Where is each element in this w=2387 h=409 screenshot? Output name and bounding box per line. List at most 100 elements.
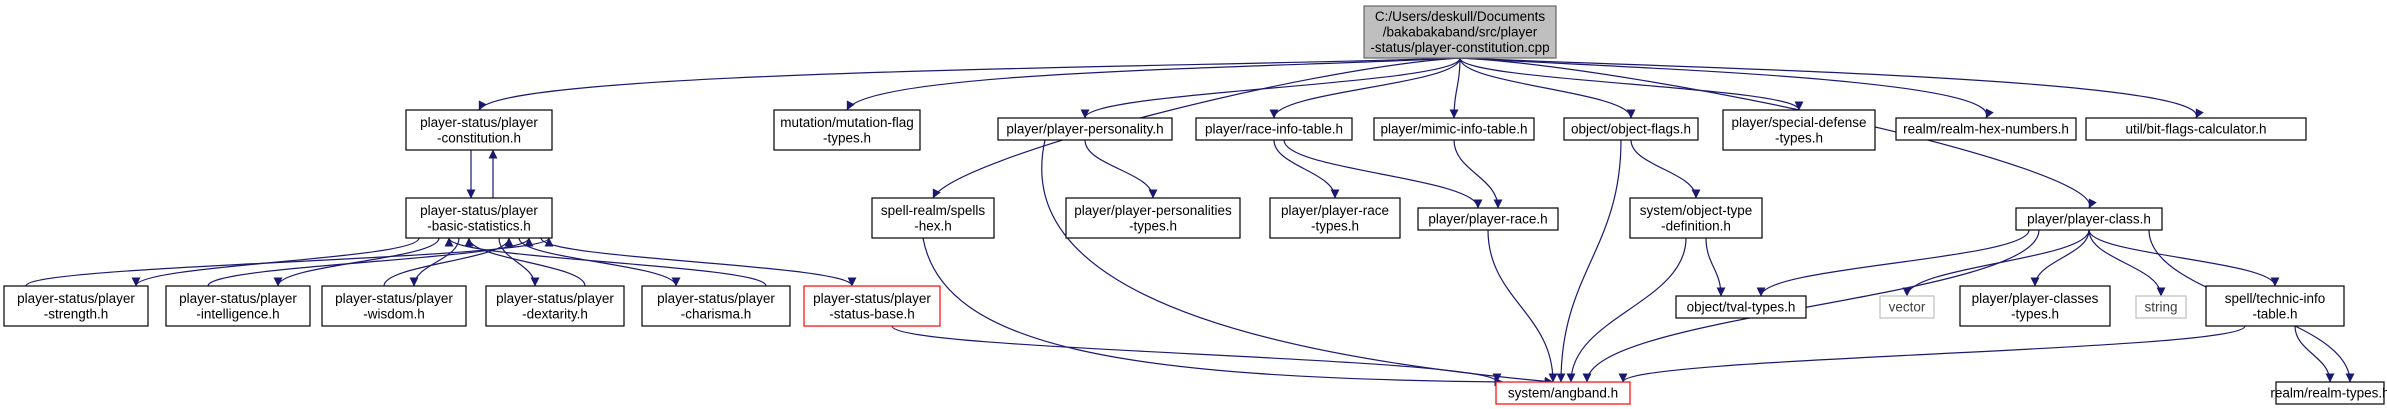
node-label-line: player-status/player <box>335 291 453 306</box>
node-bitflags[interactable]: util/bit-flags-calculator.h <box>2085 117 2307 141</box>
node-box <box>2015 207 2163 231</box>
node-box <box>1722 109 1876 151</box>
node-string[interactable]: string <box>2135 295 2187 319</box>
edge-root-to-pconst <box>478 57 1461 111</box>
node-mutflag[interactable]: mutation/mutation-flag-types.h <box>773 109 921 151</box>
edge-basic-to-statusbase <box>540 237 857 287</box>
edge-statusbase-to-angband <box>891 325 1502 383</box>
node-box <box>1563 117 1699 141</box>
edge-race-to-racetypes <box>1273 139 1340 199</box>
node-box <box>1675 295 1807 319</box>
node-box <box>3 285 149 327</box>
node-label-line: player/player-race.h <box>1428 212 1547 227</box>
node-label-line: -dextarity.h <box>522 306 588 321</box>
edge-root-to-bitflags <box>1459 57 2204 119</box>
edge-cha-to-basic <box>444 237 767 287</box>
node-intel[interactable]: player-status/player-intelligence.h <box>165 285 311 327</box>
node-box <box>485 285 625 327</box>
node-label-line: system/object-type <box>1640 203 1753 218</box>
node-prace[interactable]: player/player-race.h <box>1417 207 1559 231</box>
node-ppersonalities[interactable]: player/player-personalities-types.h <box>1065 197 1241 239</box>
node-label-line: system/angband.h <box>1508 386 1618 401</box>
node-tval[interactable]: object/tval-types.h <box>1675 295 1807 319</box>
node-label-line: player/player-race <box>1281 203 1389 218</box>
node-label-line: -types.h <box>823 130 871 145</box>
node-label-line: -wisdom.h <box>363 306 425 321</box>
node-label-line: player-status/player <box>496 291 614 306</box>
node-realmtypes[interactable]: realm/realm-types.h <box>2270 381 2387 405</box>
node-box <box>321 285 467 327</box>
node-label-line: -table.h <box>2252 306 2297 321</box>
edge-pclass-to-technic <box>2088 229 2280 287</box>
node-objtype[interactable]: system/object-type-definition.h <box>1629 197 1763 239</box>
node-vector[interactable]: vector <box>1879 295 1935 319</box>
node-label-line: C:/Users/deskull/Documents <box>1375 9 1546 24</box>
node-label-line: player/race-info-table.h <box>1205 122 1343 137</box>
node-mimic[interactable]: player/mimic-info-table.h <box>1373 117 1535 141</box>
node-box <box>165 285 311 327</box>
node-box <box>1363 5 1557 59</box>
node-label-line: -status-base.h <box>829 306 915 321</box>
node-strength[interactable]: player-status/player-strength.h <box>3 285 149 327</box>
node-label-line: -definition.h <box>1661 218 1731 233</box>
node-objflags[interactable]: object/object-flags.h <box>1563 117 1699 141</box>
edge-prace-to-angband <box>1487 229 1558 383</box>
edge-ppers-to-angband <box>1041 139 1554 386</box>
node-root[interactable]: C:/Users/deskull/Documents/bakabakaband/… <box>1363 5 1557 59</box>
node-label-line: -types.h <box>1775 130 1823 145</box>
node-label-line: -intelligence.h <box>196 306 279 321</box>
node-label-line: player/player-personalities <box>1074 203 1232 218</box>
node-realmhex[interactable]: realm/realm-hex-numbers.h <box>1895 117 2077 141</box>
node-label-line: -charisma.h <box>681 306 752 321</box>
edge-root-to-ppers <box>1080 57 1461 119</box>
edge-pclass-to-angband <box>1582 229 2040 383</box>
node-label-line: -hex.h <box>914 218 952 233</box>
edge-technic-to-angband <box>1618 325 2246 383</box>
edge-root-to-mutflag <box>846 57 1461 111</box>
node-technic[interactable]: spell/technic-info-table.h <box>2205 285 2345 327</box>
node-ppers[interactable]: player/player-personality.h <box>997 117 1173 141</box>
edge-basic-to-dex <box>498 237 540 287</box>
edge-objflags-to-angband <box>1556 139 1622 383</box>
node-label-line: player/player-classes <box>1972 291 2099 306</box>
edges-layer <box>25 57 2355 387</box>
edge-basic-to-wisdom <box>409 237 460 287</box>
node-basic[interactable]: player-status/player-basic-statistics.h <box>405 197 553 239</box>
edge-technic-to-realmtypes <box>2294 325 2335 383</box>
node-specdef[interactable]: player/special-defense-types.h <box>1722 109 1876 151</box>
node-statusbase[interactable]: player-status/player-status-base.h <box>803 285 941 327</box>
node-racetypes[interactable]: player/player-race-types.h <box>1269 197 1401 239</box>
node-angband[interactable]: system/angband.h <box>1495 381 1631 405</box>
node-label-line: util/bit-flags-calculator.h <box>2125 122 2266 137</box>
node-box <box>1417 207 1559 231</box>
node-box <box>1373 117 1535 141</box>
node-label-line: /bakabakaband/src/player <box>1383 25 1538 40</box>
node-classes[interactable]: player/player-classes-types.h <box>1959 285 2111 327</box>
edge-strength-to-basic <box>25 237 554 287</box>
node-box <box>405 109 553 151</box>
node-spells[interactable]: spell-realm/spells-hex.h <box>871 197 995 239</box>
node-cha[interactable]: player-status/player-charisma.h <box>641 285 791 327</box>
edge-wisdom-to-basic <box>383 237 514 287</box>
node-wisdom[interactable]: player-status/player-wisdom.h <box>321 285 467 327</box>
edge-objtype-to-tval <box>1705 237 1726 297</box>
edge-mimic-to-prace <box>1453 139 1503 209</box>
node-box <box>1065 197 1241 239</box>
node-pconst[interactable]: player-status/player-constitution.h <box>405 109 553 151</box>
nodes-layer: C:/Users/deskull/Documents/bakabakaband/… <box>3 5 2387 405</box>
edge-basic-to-cha <box>518 237 681 287</box>
node-race[interactable]: player/race-info-table.h <box>1195 117 1353 141</box>
edge-ppers-to-ppersonalities <box>1084 139 1158 199</box>
edge-basic-to-intel <box>273 237 440 287</box>
node-label-line: -constitution.h <box>437 130 521 145</box>
node-label-line: player-status/player <box>179 291 297 306</box>
edge-pclass-to-string <box>2088 229 2166 297</box>
edge-pclass-to-classes <box>2030 229 2090 287</box>
edge-root-to-mimic <box>1449 57 1461 119</box>
node-label-line: player/player-class.h <box>2027 212 2151 227</box>
node-box <box>2205 285 2345 327</box>
edge-spells-to-angband <box>922 237 1504 387</box>
node-dex[interactable]: player-status/player-dextarity.h <box>485 285 625 327</box>
edge-objflags-to-objtype <box>1630 139 1701 199</box>
node-pclass[interactable]: player/player-class.h <box>2015 207 2163 231</box>
